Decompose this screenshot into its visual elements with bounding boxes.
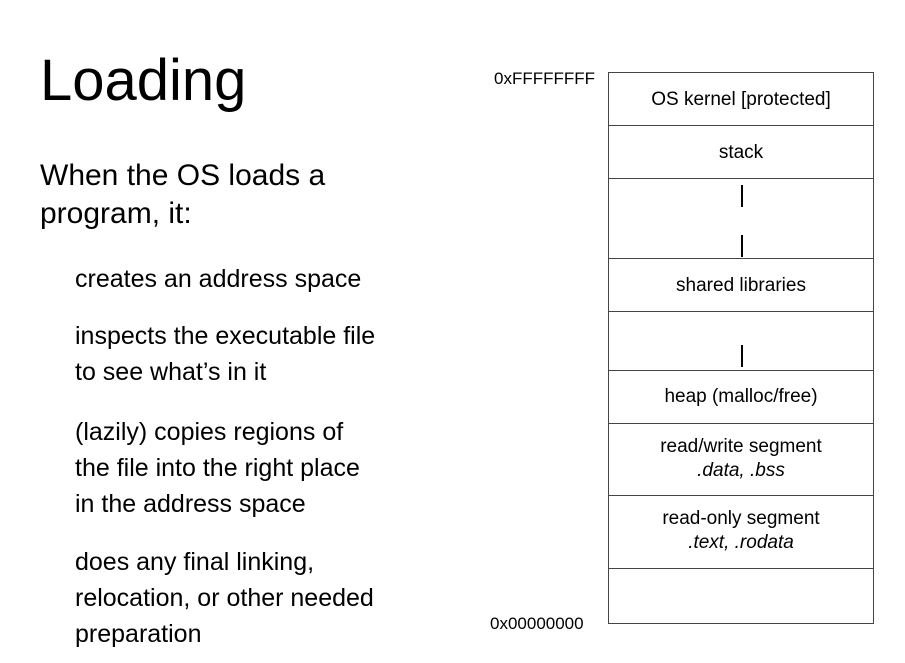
slide-title: Loading xyxy=(40,48,247,113)
segment-free-gap-lower xyxy=(609,312,873,371)
bottom-address-label: 0x00000000 xyxy=(490,614,584,633)
segment-label: read/write segment xyxy=(660,436,822,457)
step-line: preparation xyxy=(75,620,202,648)
heap-growth-mark xyxy=(741,345,743,367)
step-line: creates an address space xyxy=(75,265,362,293)
segment-read-only: read-only segment .text, .rodata xyxy=(609,496,873,569)
step-line: inspects the executable file xyxy=(75,322,376,350)
segment-read-write: read/write segment .data, .bss xyxy=(609,424,873,496)
shared-growth-mark xyxy=(741,235,743,257)
segment-label: heap (malloc/free) xyxy=(664,386,818,407)
step-line: (lazily) copies regions of xyxy=(75,418,344,446)
segment-label: stack xyxy=(718,142,764,163)
stack-growth-mark xyxy=(741,185,743,207)
step-create-address-space: creates an address space xyxy=(75,261,361,297)
segment-os-kernel: OS kernel [protected] xyxy=(609,73,873,126)
segment-label: shared libraries xyxy=(676,275,806,296)
step-copy-regions: (lazily) copies regions of the file into… xyxy=(75,414,360,522)
segment-label: OS kernel [protected] xyxy=(651,89,831,110)
step-line: relocation, or other needed xyxy=(75,584,374,612)
address-space-diagram: OS kernel [protected] stack shared libra… xyxy=(608,72,874,624)
segment-label: read-only segment xyxy=(662,508,820,529)
segment-heap: heap (malloc/free) xyxy=(609,371,873,424)
segment-sublabel: .data, .bss xyxy=(697,460,785,481)
segment-shared-libraries: shared libraries xyxy=(609,259,873,312)
segment-free-gap-upper xyxy=(609,179,873,259)
step-line: does any final linking, xyxy=(75,548,315,576)
top-address-label: 0xFFFFFFFF xyxy=(494,69,596,88)
step-inspect-executable: inspects the executable file to see what… xyxy=(75,318,375,390)
segment-stack: stack xyxy=(609,126,873,179)
segment-unmapped-bottom xyxy=(609,569,873,623)
step-line: to see what’s in it xyxy=(75,358,267,386)
step-line: the file into the right place xyxy=(75,454,360,482)
step-final-linking: does any final linking, relocation, or o… xyxy=(75,544,374,652)
intro-text: When the OS loads a program, it: xyxy=(40,159,326,230)
segment-sublabel: .text, .rodata xyxy=(688,532,794,553)
step-line: in the address space xyxy=(75,490,306,518)
